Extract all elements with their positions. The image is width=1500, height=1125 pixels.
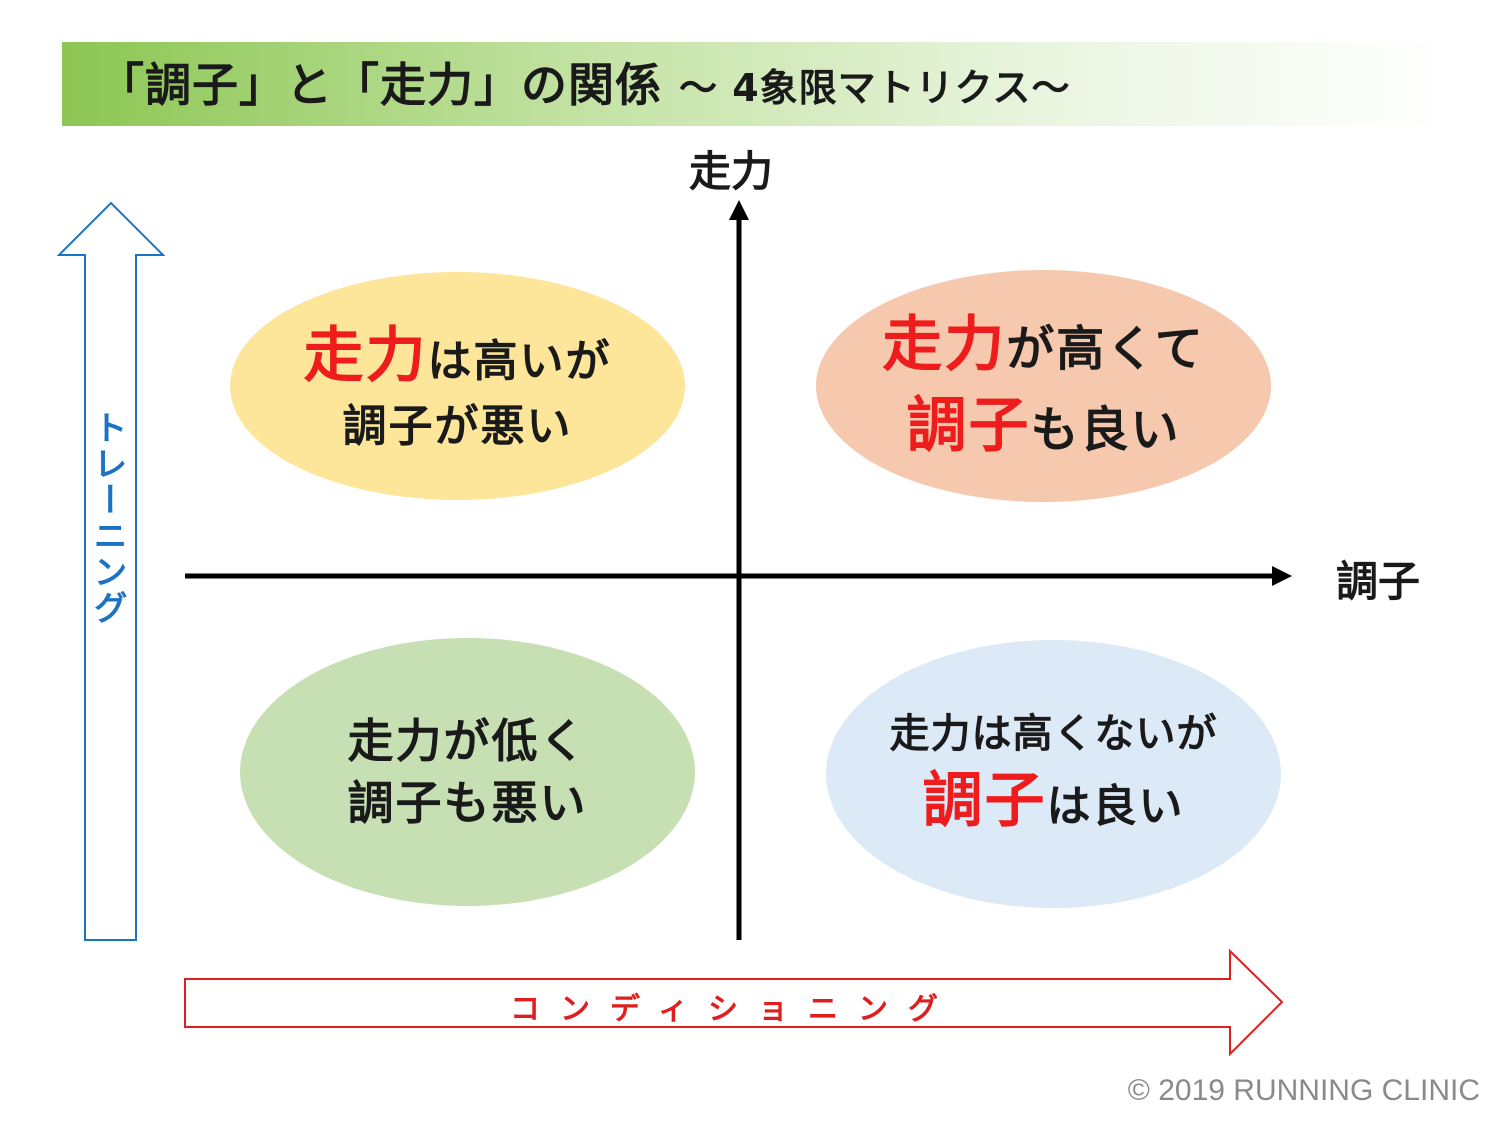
quadrant-top-left-line1: 走力は高いが — [304, 316, 612, 397]
quadrant-top-left: 走力は高いが 調子が悪い — [230, 272, 685, 500]
quadrant-text: は良い — [1046, 780, 1185, 832]
highlight-condition: 調子 — [906, 391, 1031, 461]
title-subtitle: 〜 4象限マトリクス〜 — [679, 66, 1071, 110]
quadrant-top-left-line2: 調子が悪い — [342, 400, 573, 452]
quadrant-bottom-left-line2: 調子も悪い — [347, 776, 588, 830]
quadrant-bottom-left: 走力が低く 調子も悪い — [240, 638, 695, 906]
conditioning-label: コンディショニング — [510, 992, 958, 1027]
highlight-running-power: 走力 — [303, 320, 428, 391]
quadrant-bottom-right-line2: 調子は良い — [923, 761, 1185, 842]
quadrant-top-right: 走力が高くて 調子も良い — [816, 270, 1271, 502]
quadrant-bottom-left-line1: 走力が低く — [347, 713, 588, 768]
quadrant-bottom-right: 走力は高くないが 調子は良い — [826, 640, 1281, 908]
quadrant-top-right-line2: 調子も良い — [906, 386, 1180, 467]
x-axis-label: 調子 — [1336, 557, 1421, 606]
y-axis-arrowhead — [729, 200, 749, 220]
quadrant-top-right-line1: 走力が高くて — [882, 305, 1205, 386]
conditioning-arrow — [184, 948, 1284, 1057]
quadrant-text: は高いが — [427, 335, 612, 387]
page-title: 「調子」と「走力」の関係 〜 4象限マトリクス〜 — [98, 52, 1071, 118]
quadrant-text: が高くて — [1006, 321, 1205, 377]
quadrant-bottom-right-line1: 走力は高くないが — [889, 710, 1218, 757]
x-axis-arrowhead — [1272, 566, 1292, 586]
title-banner — [62, 42, 1450, 126]
highlight-running-power: 走力 — [882, 310, 1007, 380]
title-main: 「調子」と「走力」の関係 — [98, 58, 662, 112]
training-label: トレーニング — [87, 410, 127, 626]
copyright-notice: © 2019 RUNNING CLINIC — [1127, 1074, 1480, 1107]
quadrant-text: も良い — [1030, 402, 1181, 458]
highlight-condition: 調子 — [922, 765, 1047, 836]
training-arrow — [56, 201, 166, 941]
y-axis-label: 走力 — [689, 147, 774, 196]
